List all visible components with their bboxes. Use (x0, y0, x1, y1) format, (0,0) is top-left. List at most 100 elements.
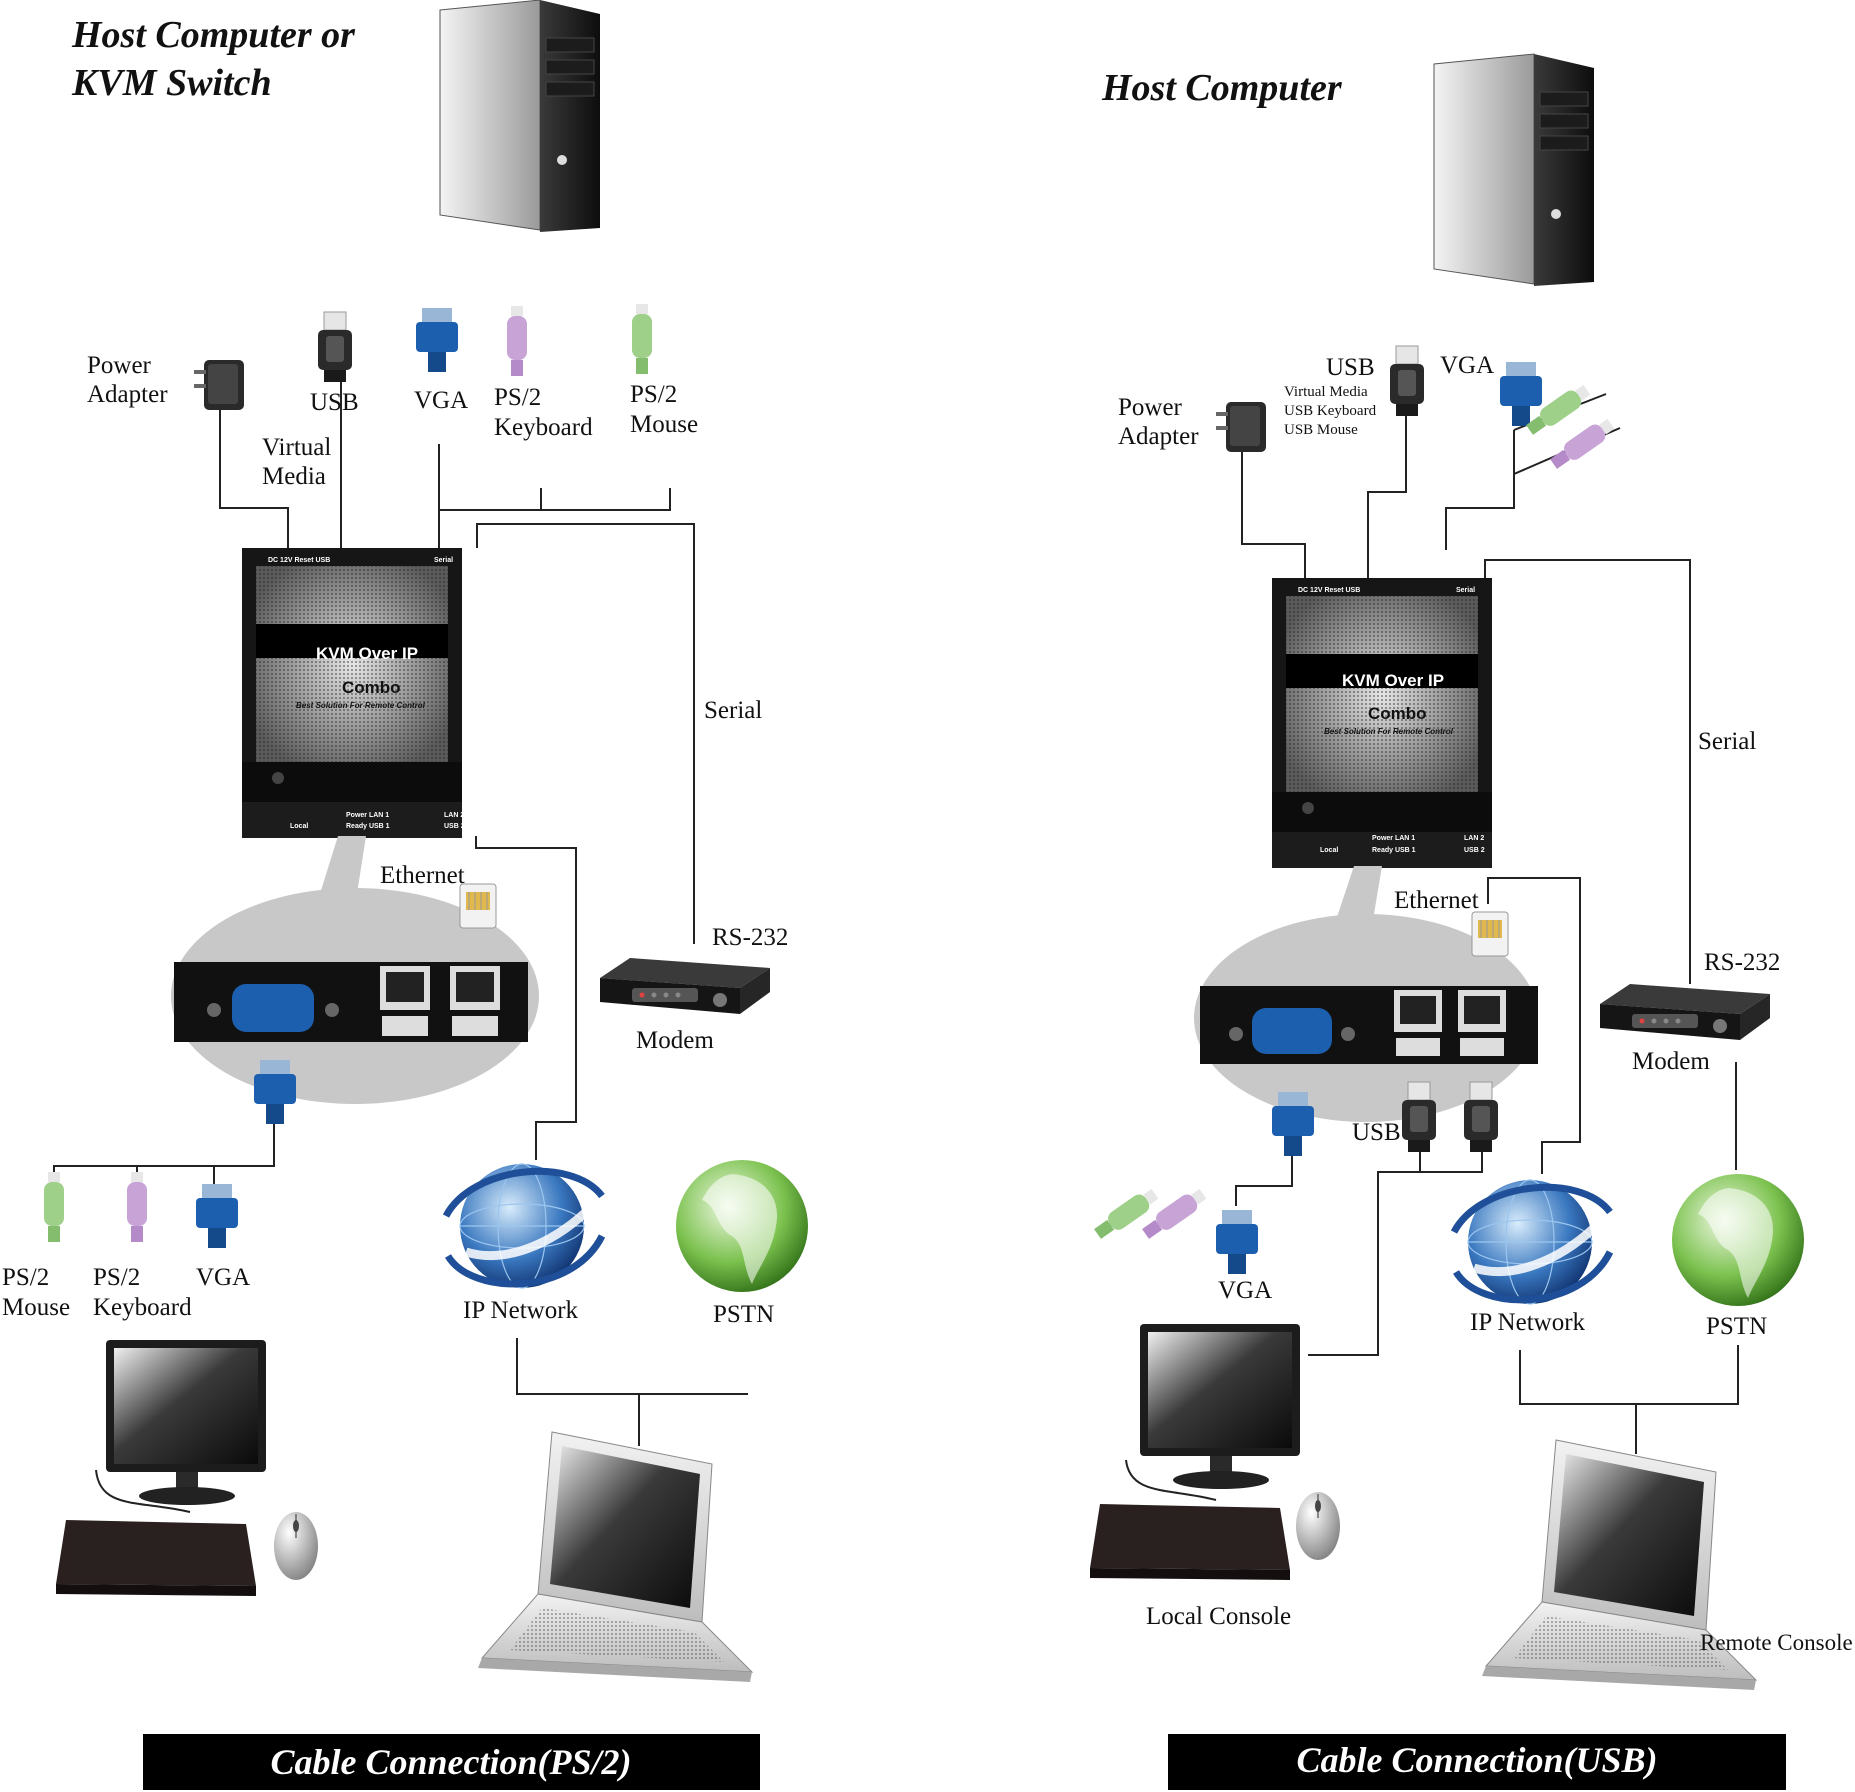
right-usb-plug-icon (1389, 345, 1425, 417)
ps2-mouse-plug-icon (632, 304, 652, 374)
left-modem-label: Modem (636, 1027, 714, 1054)
svg-text:USB 2: USB 2 (444, 823, 465, 830)
svg-text:Serial: Serial (434, 557, 453, 564)
left-device-tagline: Best Solution For Remote Control (296, 701, 426, 710)
left-heading-line1: Host Computer or (71, 14, 356, 56)
svg-text:DC 12V Reset USB: DC 12V Reset USB (268, 557, 330, 564)
right-serial-label: Serial (1698, 728, 1756, 755)
left-ip-network-globe-icon (446, 1164, 602, 1288)
left-remote-laptop-icon (477, 1431, 753, 1683)
right-power-adapter-icon (1216, 402, 1266, 452)
right-usb-note-2: USB Keyboard (1284, 403, 1377, 419)
left-pstn-globe-icon (676, 1160, 808, 1292)
left-panel: Host Computer or KVM Switch Power Adapte… (2, 0, 808, 1790)
left-modem-icon (600, 958, 770, 1014)
right-local-vga-icon (1216, 1210, 1258, 1274)
right-device-tagline: Best Solution For Remote Control (1324, 727, 1454, 736)
left-ethernet-rj45-icon (459, 883, 497, 929)
left-keyboard-cable (95, 1469, 191, 1513)
right-port-zoom (1194, 866, 1538, 1122)
svg-text:DC 12V Reset USB: DC 12V Reset USB (1298, 587, 1360, 594)
right-device-subtitle: Combo (1368, 704, 1427, 723)
right-local-usb-label: USB (1352, 1119, 1401, 1146)
svg-text:LAN 2: LAN 2 (444, 812, 464, 819)
left-power-label-1: Power (87, 352, 152, 379)
left-port-zoom (171, 836, 539, 1104)
right-wires (1235, 393, 1739, 1454)
left-local-vga-icon (196, 1184, 238, 1248)
right-local-monitor-icon (1140, 1324, 1300, 1489)
left-ps2-mouse-label-2: Mouse (630, 411, 698, 438)
right-panel: Host Computer Power Adapter USB Virtual … (1090, 53, 1853, 1790)
right-remote-console-label: Remote Console (1700, 1630, 1853, 1655)
left-local-ps2-mouse-icon (44, 1172, 64, 1242)
left-local-ps2-kb-label-1: PS/2 (93, 1264, 140, 1291)
left-local-ps2-mouse-label-2: Mouse (2, 1294, 70, 1321)
power-adapter-icon (194, 360, 244, 410)
left-ps2-kb-label-1: PS/2 (494, 384, 541, 411)
right-pstn-globe-icon (1672, 1174, 1804, 1306)
right-vga-plug-icon (1500, 362, 1542, 426)
right-banner (1168, 1734, 1786, 1790)
right-ps2-purple-plug-icon (1547, 415, 1617, 473)
left-usb-label: USB (310, 389, 359, 416)
svg-text:LAN 2: LAN 2 (1464, 835, 1484, 842)
svg-text:Power LAN 1: Power LAN 1 (346, 812, 389, 819)
left-heading-line2: KVM Switch (71, 62, 272, 104)
vga-plug-icon (416, 308, 458, 372)
svg-text:Ready USB 1: Ready USB 1 (1372, 847, 1416, 854)
right-modem-label: Modem (1632, 1048, 1710, 1075)
ps2-keyboard-plug-icon (507, 306, 527, 376)
right-local-console-label: Local Console (1146, 1603, 1291, 1630)
left-virtual-media-label-2: Media (262, 463, 326, 490)
svg-text:Serial: Serial (1456, 587, 1475, 594)
svg-text:Ready USB 1: Ready USB 1 (346, 823, 390, 830)
right-zoom-vga-plug-icon (1272, 1092, 1314, 1156)
left-serial-label: Serial (704, 697, 762, 724)
right-usb-note-3: USB Mouse (1284, 422, 1358, 438)
svg-text:Power LAN 1: Power LAN 1 (1372, 835, 1415, 842)
left-kvm-device: DC 12V Reset USB Serial KVM Over IP Comb… (242, 548, 465, 838)
left-local-ps2-mouse-label-1: PS/2 (2, 1264, 49, 1291)
left-ip-network-label: IP Network (463, 1297, 579, 1324)
left-power-label-2: Adapter (87, 381, 168, 408)
right-tower-pc-icon (1433, 53, 1595, 287)
right-modem-icon (1600, 984, 1770, 1040)
right-ip-network-globe-icon (1454, 1180, 1610, 1304)
left-rs232-label: RS-232 (712, 924, 788, 951)
right-pstn-label: PSTN (1706, 1313, 1767, 1340)
right-local-vga-label: VGA (1218, 1277, 1272, 1304)
right-usb-note-1: Virtual Media (1284, 384, 1368, 400)
left-local-keyboard-icon (56, 1520, 256, 1596)
left-zoom-vga-plug-icon (254, 1060, 296, 1124)
left-wires (53, 372, 748, 1446)
left-vga-label: VGA (414, 387, 468, 414)
svg-text:USB 2: USB 2 (1464, 847, 1485, 854)
right-device-title: KVM Over IP (1342, 671, 1444, 690)
right-kvm-device: DC 12V Reset USB Serial KVM Over IP Comb… (1272, 578, 1492, 868)
left-device-subtitle: Combo (342, 678, 401, 697)
right-ethernet-rj45-icon (1471, 911, 1509, 957)
right-ethernet-label: Ethernet (1394, 887, 1479, 914)
right-vga-label: VGA (1440, 352, 1494, 379)
right-local-keyboard-icon (1090, 1504, 1290, 1580)
right-local-mouse-icon (1295, 1491, 1341, 1561)
left-local-ps2-kb-icon (127, 1172, 147, 1242)
left-local-mouse-icon (273, 1511, 319, 1581)
left-local-ps2-kb-label-2: Keyboard (93, 1294, 192, 1321)
right-usb-label: USB (1326, 354, 1375, 381)
left-ps2-kb-label-2: Keyboard (494, 414, 593, 441)
left-local-monitor-icon (106, 1340, 266, 1505)
usb-plug-icon (317, 311, 353, 383)
right-keyboard-cable (1125, 1459, 1217, 1501)
right-power-label-2: Adapter (1118, 423, 1199, 450)
right-heading: Host Computer (1101, 67, 1343, 109)
left-local-vga-label: VGA (196, 1264, 250, 1291)
tower-pc-icon (439, 0, 601, 233)
right-power-label-1: Power (1118, 394, 1183, 421)
left-banner-text: Cable Connection(PS/2) (270, 1742, 631, 1782)
svg-text:Local: Local (290, 823, 308, 830)
left-banner (143, 1734, 760, 1790)
left-ethernet-label: Ethernet (380, 862, 465, 889)
